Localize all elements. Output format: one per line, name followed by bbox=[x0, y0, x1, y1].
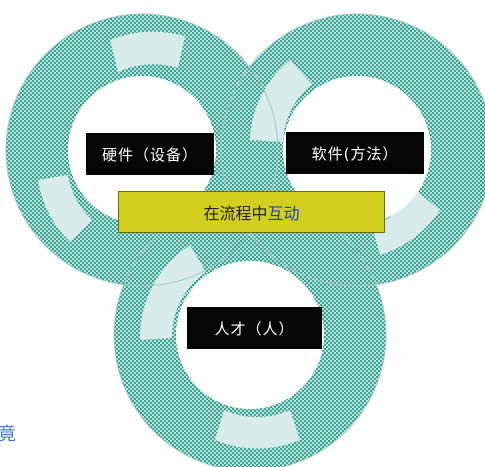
people-label: 人才（人） bbox=[187, 307, 322, 349]
interaction-label: 在流程中互动 bbox=[118, 191, 385, 233]
software-label: 软件(方法） bbox=[286, 132, 424, 174]
hardware-label: 硬件（设备） bbox=[86, 133, 214, 175]
software-label-text: 软件(方法） bbox=[311, 144, 399, 163]
people-label-text: 人才（人） bbox=[214, 319, 295, 338]
interaction-label-highlight: 互动 bbox=[267, 204, 300, 223]
interaction-label-prefix: 在流程中 bbox=[203, 204, 268, 223]
hardware-label-text: 硬件（设备） bbox=[101, 145, 198, 164]
cut-off-text: 竟 bbox=[0, 424, 16, 445]
